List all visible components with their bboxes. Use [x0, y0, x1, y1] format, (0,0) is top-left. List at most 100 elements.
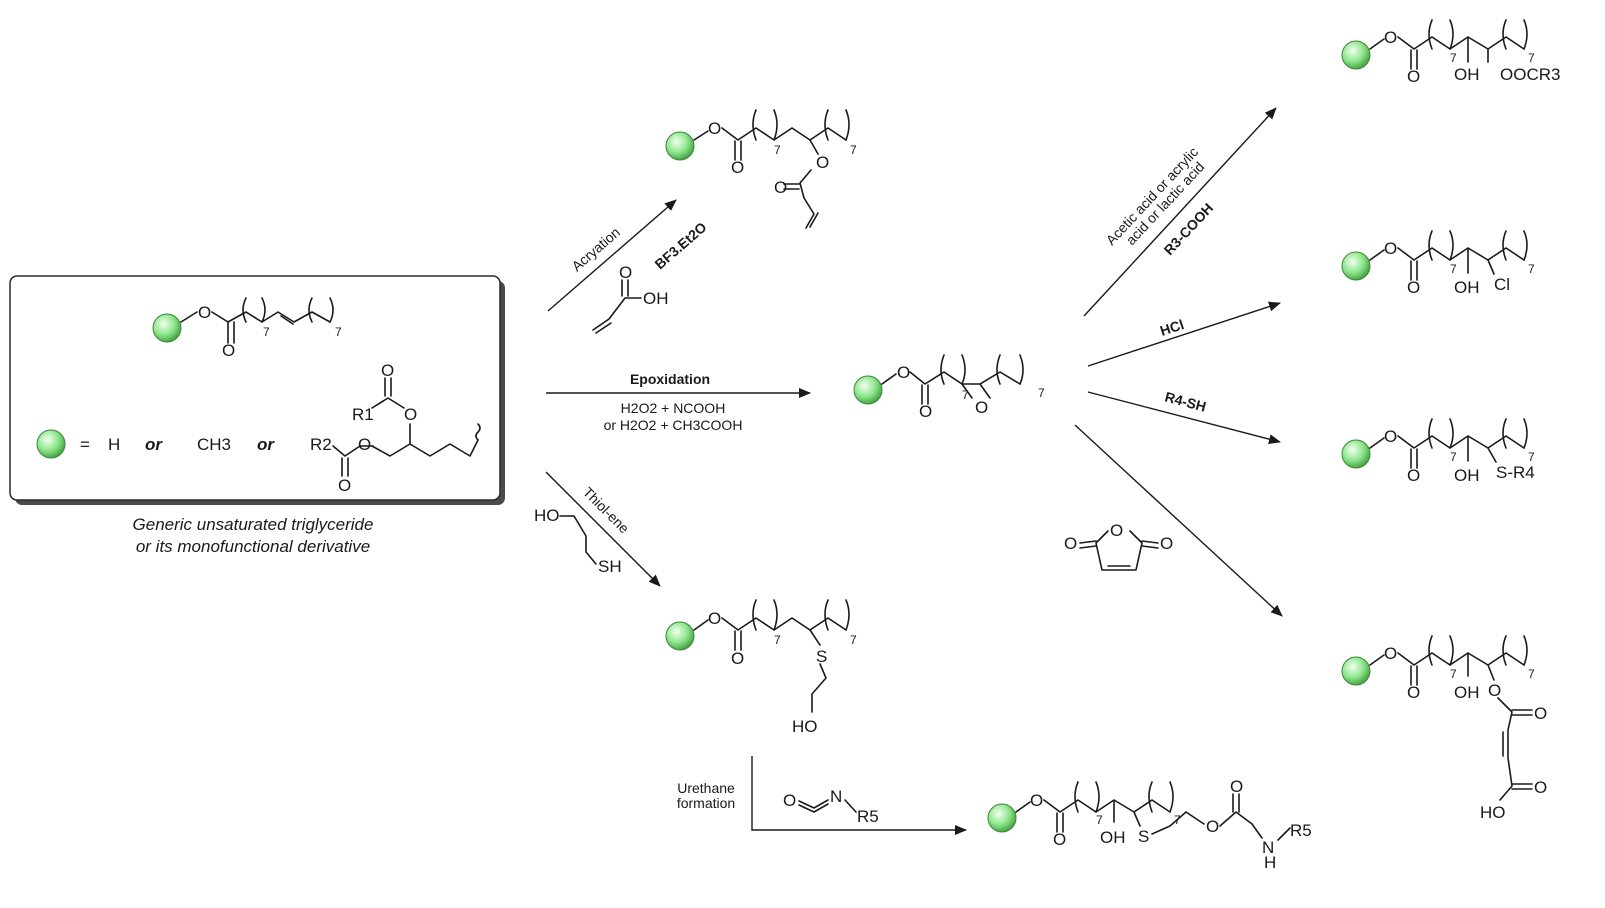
- repeat-index: 7: [850, 143, 857, 157]
- repeat-index: 7: [335, 325, 342, 339]
- thiol-group: SH: [598, 557, 622, 576]
- atom-o: O: [1407, 278, 1420, 297]
- glycerol-node-icon: [152, 313, 182, 343]
- atom-o: O: [708, 609, 721, 628]
- acrylic-acid-structure: O OH: [592, 263, 669, 334]
- thiol-ene-label: Thiol-ene: [580, 484, 633, 537]
- hydroxyl: OH: [1454, 683, 1480, 702]
- maleate-product: O O OH O O O HO 7 7: [1341, 635, 1547, 822]
- repeat-index: 7: [1450, 450, 1457, 464]
- repeat-index: 7: [1096, 813, 1103, 827]
- or-connector: or: [257, 435, 275, 454]
- repeat-index: 7: [1450, 262, 1457, 276]
- atom-o: O: [731, 158, 744, 177]
- maleic-anhydride-structure: O O O: [1064, 521, 1173, 571]
- acid-opening-arrow: [1083, 107, 1277, 317]
- atom-o: O: [1384, 239, 1397, 258]
- repeat-index: 7: [1450, 667, 1457, 681]
- repeat-index: 7: [263, 325, 270, 339]
- glycerol-node-icon: [36, 429, 66, 459]
- hcl-arrow: [1087, 301, 1281, 367]
- sulfur-atom: S: [816, 647, 827, 666]
- r5-group: R5: [1290, 821, 1312, 840]
- urethane-product: O O OH S O O N H R5 7 7: [987, 777, 1312, 872]
- acrylation-arrow: [547, 199, 677, 312]
- atom-o: O: [222, 341, 235, 360]
- hydrogen-option: H: [108, 435, 120, 454]
- atom-o: O: [1407, 67, 1420, 86]
- thioether-group: S-R4: [1496, 463, 1535, 482]
- hydroxyl: HO: [792, 717, 818, 736]
- atom-o: O: [783, 791, 796, 810]
- chlorohydrin-product: O O OH Cl 7 7: [1341, 230, 1535, 297]
- hydroxyl: OH: [1454, 65, 1480, 84]
- thiol-reagent: R4-SH: [1163, 388, 1208, 414]
- ester-product: O O OH OOCR3 7 7: [1341, 19, 1560, 86]
- glyceride-fragment-structure: R2 O O O O R1: [310, 361, 481, 495]
- atom-o: O: [619, 263, 632, 282]
- atom-o: O: [1030, 791, 1043, 810]
- repeat-index: 7: [1528, 262, 1535, 276]
- glycerol-node-icon: [665, 131, 695, 161]
- sulfur-atom: S: [1138, 827, 1149, 846]
- atom-o: O: [1160, 534, 1173, 553]
- hydroxyl: OH: [1100, 828, 1126, 847]
- legend-caption: or its monofunctional derivative: [136, 537, 370, 556]
- epoxidation-reagent: H2O2 + NCOOH: [621, 400, 726, 416]
- atom-o: O: [731, 649, 744, 668]
- acrylation-label: Acryation: [568, 224, 623, 274]
- thiol-ene-product: O O S HO 7 7: [665, 599, 857, 736]
- repeat-index: 7: [1528, 450, 1535, 464]
- atom-o: O: [919, 402, 932, 421]
- atom-o: O: [404, 405, 417, 424]
- atom-o: O: [1110, 521, 1123, 540]
- epoxide-intermediate: O O O 7 7: [853, 354, 1045, 421]
- glycerol-node-icon: [987, 803, 1017, 833]
- r1-group: R1: [352, 405, 374, 424]
- epoxide-oxygen: O: [975, 398, 988, 417]
- atom-o: O: [1534, 704, 1547, 723]
- acyloxy-group: OOCR3: [1500, 65, 1560, 84]
- repeat-index: 7: [1528, 667, 1535, 681]
- hydroxyl: OH: [1454, 466, 1480, 485]
- repeat-index: 7: [774, 143, 781, 157]
- legend-caption: Generic unsaturated triglyceride: [133, 515, 374, 534]
- repeat-index: 7: [1450, 51, 1457, 65]
- atom-o: O: [1384, 427, 1397, 446]
- atom-o: O: [708, 119, 721, 138]
- atom-o: O: [1206, 817, 1219, 836]
- glycerol-node-icon: [1341, 40, 1371, 70]
- epoxidation-label: Epoxidation: [630, 371, 710, 387]
- glycerol-node-icon: [665, 621, 695, 651]
- glycerol-node-icon: [853, 375, 883, 405]
- acrylation-catalyst: BF3.Et2O: [651, 219, 709, 272]
- atom-o: O: [1230, 777, 1243, 796]
- atom-o: O: [381, 361, 394, 380]
- epoxidation-reagent: or H2O2 + CH3COOH: [604, 417, 743, 433]
- thioether-product: O O OH S-R4 7 7: [1341, 418, 1535, 485]
- hcl-reagent: HCl: [1158, 316, 1186, 339]
- atom-o: O: [1384, 28, 1397, 47]
- repeat-index: 7: [774, 633, 781, 647]
- glycerol-node-icon: [1341, 656, 1371, 686]
- chlorine-atom: Cl: [1494, 275, 1510, 294]
- glycerol-node-icon: [1341, 439, 1371, 469]
- urethane-label: Urethane: [677, 780, 735, 796]
- atom-o: O: [358, 435, 371, 454]
- hydroxyl: HO: [1480, 803, 1506, 822]
- glycerol-node-icon: [1341, 251, 1371, 281]
- r5-group: R5: [857, 807, 879, 826]
- generic-ester-structure: O O 7 7: [152, 297, 342, 360]
- isocyanate-structure: O N R5: [783, 787, 879, 826]
- or-connector: or: [145, 435, 163, 454]
- maleic-arrow: [1074, 424, 1283, 617]
- methyl-option: CH3: [197, 435, 231, 454]
- r2-group: R2: [310, 435, 332, 454]
- mercaptoethanol-structure: HO SH: [534, 506, 622, 576]
- thiol-arrow: [1087, 391, 1281, 445]
- atom-o: O: [1407, 466, 1420, 485]
- thiol-ene-arrow: [545, 471, 661, 587]
- atom-o: O: [1384, 644, 1397, 663]
- atom-o: O: [897, 363, 910, 382]
